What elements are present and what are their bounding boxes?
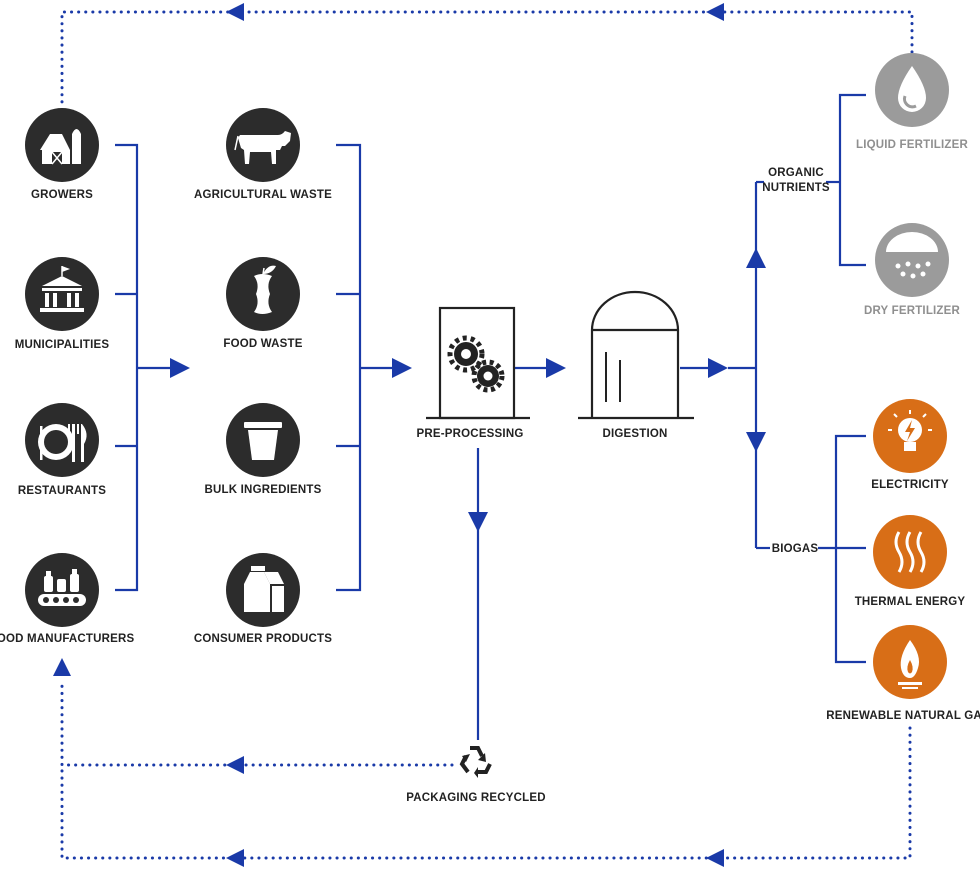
digestion-label: DIGESTION xyxy=(602,428,667,440)
digester-unit: DIGESTION xyxy=(578,290,694,440)
preprocessing-unit: PRE-PROCESSING xyxy=(417,306,530,440)
gears-icon xyxy=(447,335,505,393)
thermal-energy-label: THERMAL ENERGY xyxy=(855,596,966,608)
feedstock-agricultural-waste: AGRICULTURAL WASTE xyxy=(194,108,332,201)
feedstock-label: BULK INGREDIENTS xyxy=(205,484,322,496)
dry-fertilizer-label: DRY FERTILIZER xyxy=(864,305,961,317)
granules-icon xyxy=(886,232,938,279)
electricity-label: ELECTRICITY xyxy=(871,479,949,491)
organic-nutrients-label: ORGANIC xyxy=(768,167,824,179)
feedback-loop-gas xyxy=(60,726,912,867)
arrow-right xyxy=(708,358,728,378)
source-label: MUNICIPALITIES xyxy=(15,339,110,351)
source-restaurants: RESTAURANTS xyxy=(18,403,106,497)
output-dry-fertilizer: DRY FERTILIZER xyxy=(864,223,961,317)
arrow-up xyxy=(746,248,766,268)
flame-icon xyxy=(898,640,922,689)
sources-bracket xyxy=(115,143,190,592)
output-renewable-natural-gas: RENEWABLE NATURAL GAS xyxy=(826,625,980,722)
output-thermal-energy: THERMAL ENERGY xyxy=(855,515,966,608)
source-label: FOOD MANUFACTURERS xyxy=(0,633,135,645)
arrow-right xyxy=(546,358,566,378)
source-growers: GROWERS xyxy=(25,108,99,201)
feedback-loop-fertilizer xyxy=(60,3,914,104)
arrow-left xyxy=(226,849,244,867)
arrow-up xyxy=(53,658,71,676)
source-food-manufacturers: FOOD MANUFACTURERS xyxy=(0,553,135,645)
organic-nutrients-label: NUTRIENTS xyxy=(762,182,830,194)
heat-waves-icon xyxy=(894,531,926,573)
renewable-natural-gas-label: RENEWABLE NATURAL GAS xyxy=(826,710,980,722)
preprocessing-label: PRE-PROCESSING xyxy=(417,428,524,440)
barn-icon xyxy=(40,129,81,165)
feedstock-bulk-ingredients: BULK INGREDIENTS xyxy=(205,403,322,496)
biogas-label: BIOGAS xyxy=(772,543,819,555)
liquid-fertilizer-label: LIQUID FERTILIZER xyxy=(856,139,968,151)
packaging-label: PACKAGING RECYCLED xyxy=(406,792,545,804)
arrow-left xyxy=(226,3,244,21)
government-building-icon xyxy=(40,266,84,312)
feedstock-label: FOOD WASTE xyxy=(223,338,302,350)
feedstock-label: CONSUMER PRODUCTS xyxy=(194,633,332,645)
arrow-down xyxy=(468,512,488,532)
feedstock-label: AGRICULTURAL WASTE xyxy=(194,189,332,201)
arrow-left xyxy=(706,3,724,21)
droplet-icon xyxy=(898,66,926,112)
arrow-left xyxy=(706,849,724,867)
arrow-down xyxy=(746,432,766,452)
apple-core-icon xyxy=(254,265,276,314)
feedstock-food-waste: FOOD WASTE xyxy=(223,257,303,350)
arrow-right xyxy=(170,358,190,378)
output-electricity: ELECTRICITY xyxy=(871,399,949,491)
arrow-right xyxy=(392,358,412,378)
feedstock-consumer-products: CONSUMER PRODUCTS xyxy=(194,553,332,645)
feedback-loop-packaging xyxy=(53,658,454,774)
plate-cutlery-icon xyxy=(38,424,87,462)
recycle-icon xyxy=(459,746,492,778)
milk-carton-icon xyxy=(244,566,284,612)
packaging-recycled: PACKAGING RECYCLED xyxy=(406,744,546,804)
output-liquid-fertilizer: LIQUID FERTILIZER xyxy=(856,53,968,151)
bucket-icon xyxy=(244,422,282,460)
cow-icon xyxy=(234,131,291,164)
feedstocks-bracket xyxy=(336,143,412,592)
factory-conveyor-icon xyxy=(38,569,86,606)
source-label: GROWERS xyxy=(31,189,93,201)
source-label: RESTAURANTS xyxy=(18,485,106,497)
lightbulb-icon xyxy=(888,410,932,451)
source-municipalities: MUNICIPALITIES xyxy=(15,257,110,351)
arrow-left xyxy=(226,756,244,774)
